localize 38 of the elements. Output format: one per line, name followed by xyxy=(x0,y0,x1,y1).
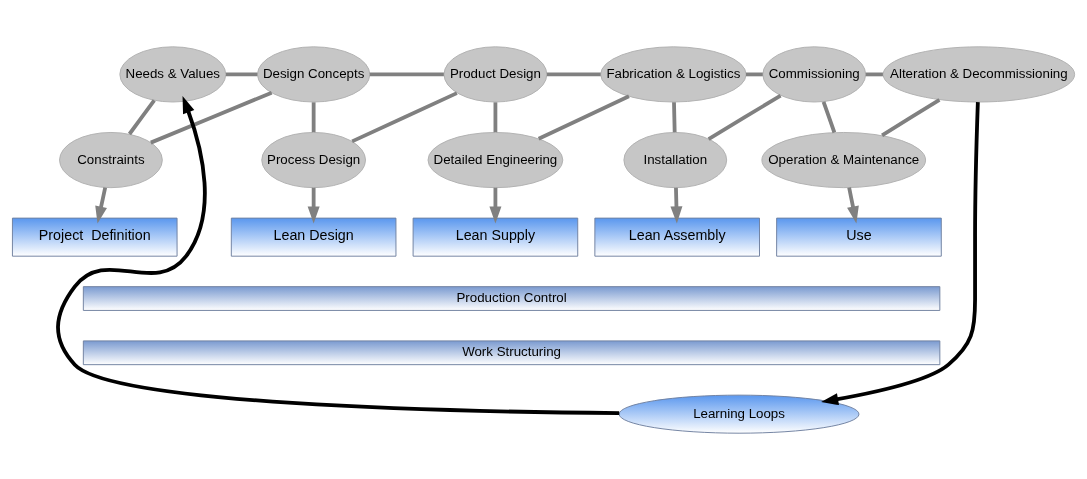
connector xyxy=(707,93,782,141)
arrow xyxy=(56,95,620,415)
arrow xyxy=(670,187,683,224)
node-ellipse: Process Design xyxy=(261,131,366,188)
node-ellipse: Alteration & Decommissioning xyxy=(882,45,1076,102)
connector xyxy=(351,90,458,143)
node-box: Lean Assembly xyxy=(594,217,760,257)
arrow xyxy=(489,187,502,224)
connector xyxy=(493,101,498,132)
node-ellipse: Commissioning xyxy=(762,45,867,102)
arrow xyxy=(847,186,859,223)
connector xyxy=(821,100,837,133)
node-ellipse: Detailed Engineering xyxy=(427,131,564,188)
connector xyxy=(537,94,630,140)
node-box: Work Structuring xyxy=(82,339,941,365)
node-ellipse: Constraints xyxy=(59,131,163,188)
node-box: Project Definition xyxy=(11,217,178,257)
node-ellipse: Installation xyxy=(623,131,728,188)
node-ellipse: Fabrication & Logistics xyxy=(600,45,747,102)
arrow xyxy=(307,187,320,224)
node-box: Lean Design xyxy=(230,217,397,257)
connector xyxy=(881,97,941,137)
node-ellipse: Product Design xyxy=(443,45,548,102)
connector xyxy=(311,101,316,132)
arrow xyxy=(821,101,980,405)
node-ellipse: Needs & Values xyxy=(119,45,227,102)
connector xyxy=(225,72,258,76)
connector xyxy=(546,72,601,76)
node-box: Use xyxy=(776,217,942,257)
connector xyxy=(150,90,273,144)
connector xyxy=(672,101,677,132)
node-box: Lean Supply xyxy=(412,217,579,257)
node-box: Production Control xyxy=(82,285,941,311)
connector xyxy=(127,98,156,135)
node-ellipse: Operation & Maintenance xyxy=(761,131,927,188)
node-ellipse: Design Concepts xyxy=(257,45,371,102)
connector xyxy=(369,72,444,76)
arrow xyxy=(95,186,108,223)
